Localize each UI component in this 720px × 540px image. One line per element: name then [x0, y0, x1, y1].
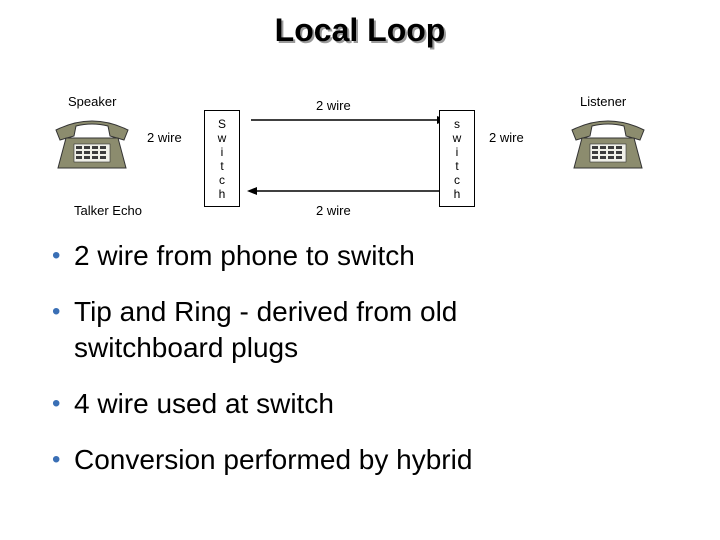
bullet-item: • Conversion performed by hybrid — [52, 442, 472, 478]
top-wire-label: 2 wire — [316, 98, 351, 113]
bullet-text: 4 wire used at switch — [74, 388, 334, 419]
bullet-item: • 4 wire used at switch — [52, 386, 334, 422]
bottom-wire-label: 2 wire — [316, 203, 351, 218]
slide-title: Local Loop — [274, 12, 446, 48]
bullet-dot-icon: • — [52, 446, 61, 473]
left-switch-box: S w i t c h — [204, 110, 240, 207]
switch-letter: c — [454, 173, 460, 187]
bullet-text: Tip and Ring - derived from old switchbo… — [74, 296, 458, 363]
bullet-dot-icon: • — [52, 390, 61, 417]
switch-letter: w — [217, 131, 227, 145]
right-wire-label: 2 wire — [489, 130, 524, 145]
left-wire-label: 2 wire — [147, 130, 182, 145]
switch-letter: h — [218, 187, 226, 201]
bullet-dot-icon: • — [52, 242, 61, 269]
bullet-dot-icon: • — [52, 298, 61, 325]
switch-letter: S — [217, 117, 226, 131]
bullet-item: • Tip and Ring - derived from old switch… — [52, 294, 572, 366]
right-switch-box: s w i t c h — [439, 110, 475, 207]
switch-letter: c — [219, 173, 225, 187]
switch-letter: w — [452, 131, 462, 145]
speaker-label: Speaker — [68, 94, 117, 109]
switch-letter: s — [454, 117, 460, 131]
left-telephone-icon — [55, 120, 129, 169]
bullet-item: • 2 wire from phone to switch — [52, 238, 415, 274]
bullet-text: 2 wire from phone to switch — [74, 240, 415, 271]
bottom-arrow-head — [247, 187, 257, 195]
switch-letter: t — [455, 159, 459, 173]
switch-letter: h — [453, 187, 461, 201]
right-telephone-icon — [571, 120, 645, 169]
switch-letter: i — [455, 145, 459, 159]
switch-letter: i — [220, 145, 224, 159]
bullet-text: Conversion performed by hybrid — [74, 444, 473, 475]
listener-label: Listener — [580, 94, 627, 109]
switch-letter: t — [220, 159, 224, 173]
talker-echo-label: Talker Echo — [74, 203, 142, 218]
